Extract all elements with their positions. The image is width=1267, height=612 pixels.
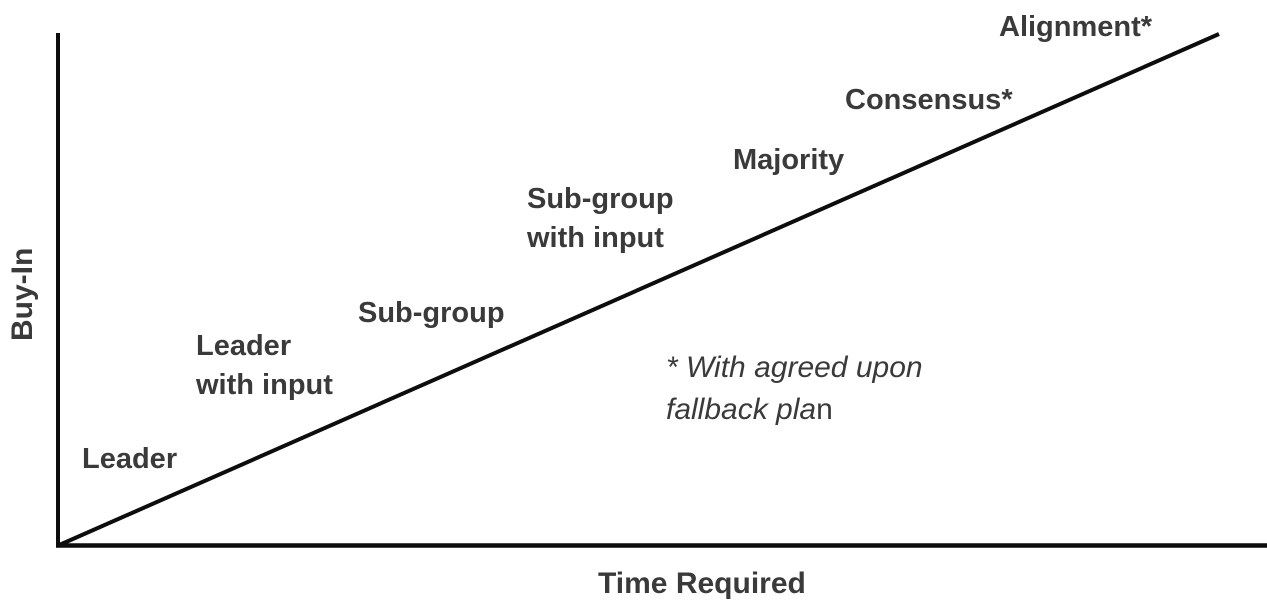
point-label-leader: Leader — [82, 443, 178, 475]
buyin-vs-time-trend-line — [56, 32, 1220, 548]
point-label-alignment: Alignment* — [999, 11, 1153, 43]
point-label-sub-group-with-input: Sub-group with input — [527, 183, 674, 254]
footnote-regular-text: n — [816, 393, 833, 426]
point-label-majority: Majority — [733, 144, 845, 176]
footnote: * With agreed upon fallback plan — [666, 347, 923, 431]
point-label-sub-group: Sub-group — [358, 297, 505, 329]
x-axis-label: Time Required — [598, 567, 806, 600]
point-label-leader-with-input: Leader with input — [196, 330, 333, 401]
footnote-italic-text: * With agreed upon fallback pla — [666, 351, 923, 426]
y-axis-label: Buy-In — [6, 247, 39, 341]
point-label-consensus: Consensus* — [845, 84, 1013, 116]
